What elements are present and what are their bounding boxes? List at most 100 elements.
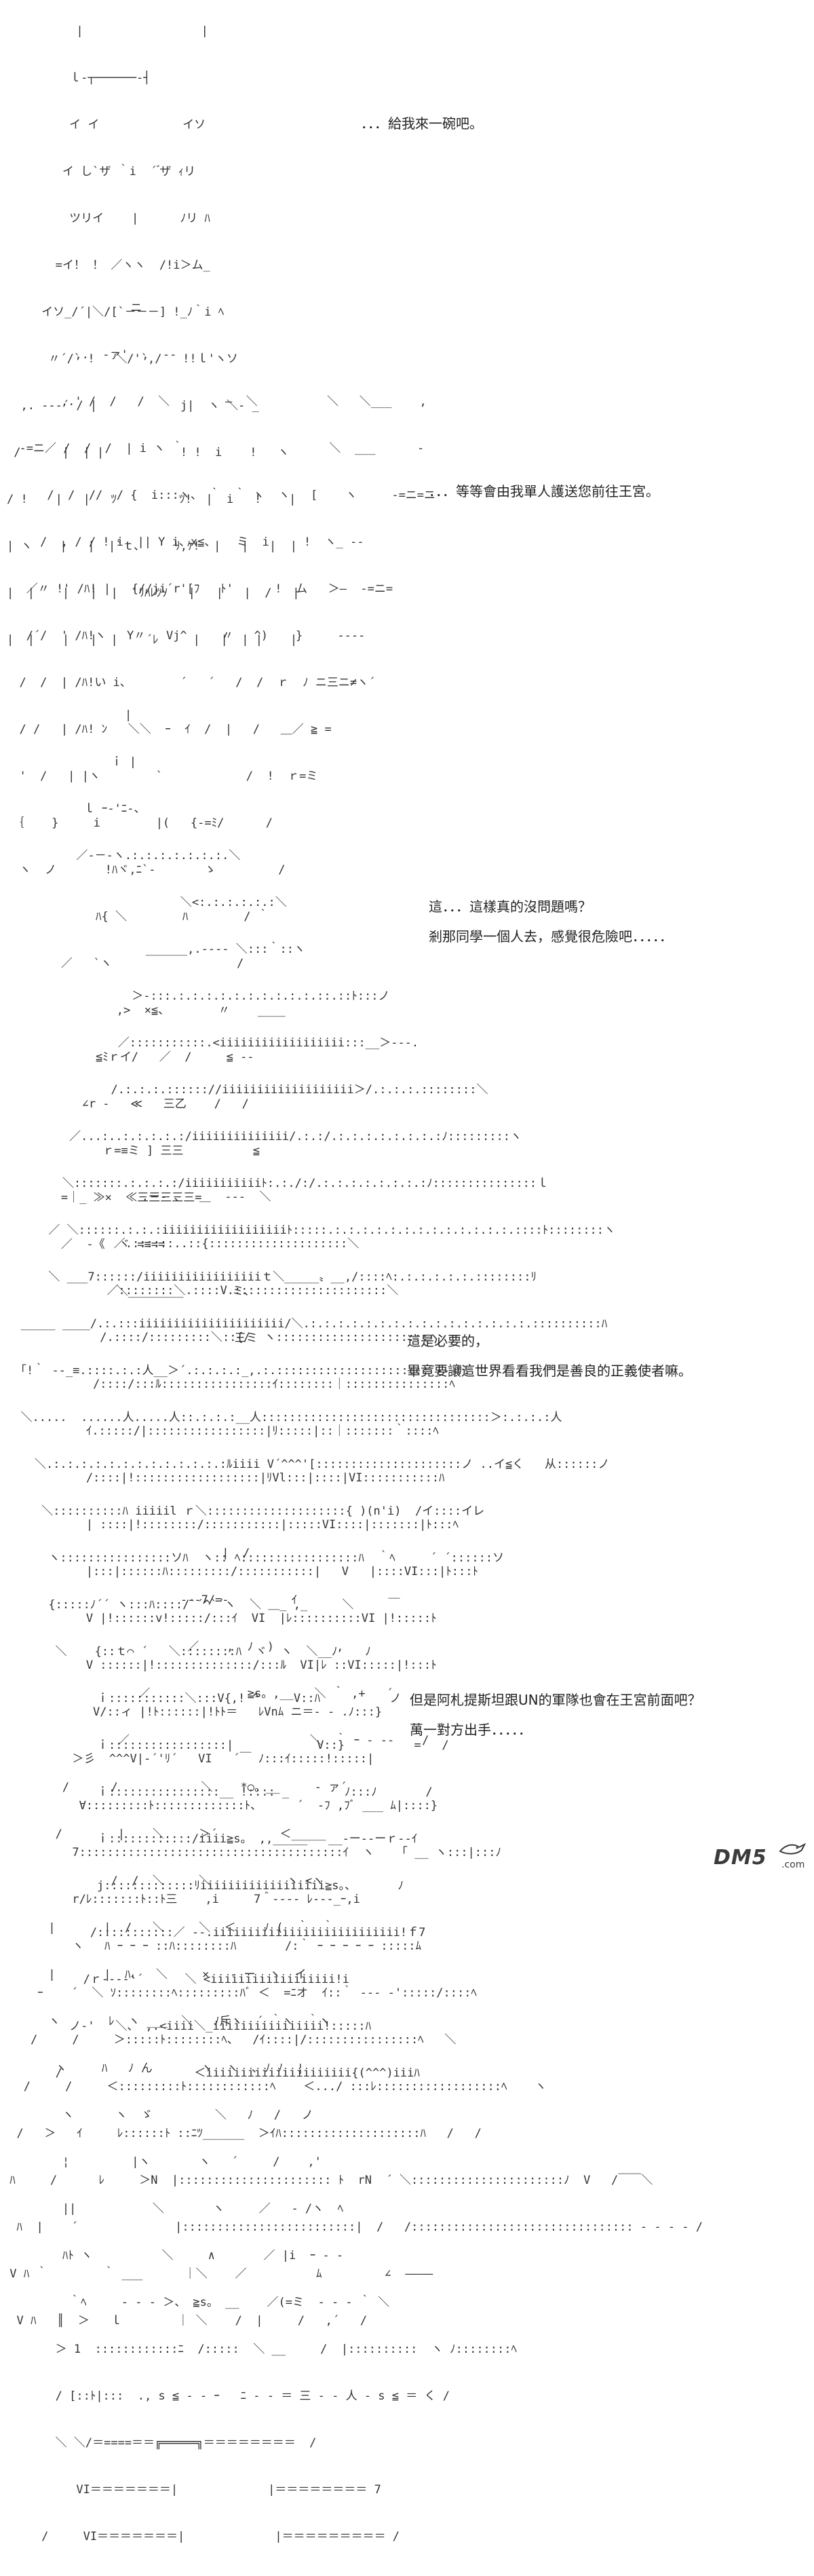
art-line: ｉ:::::::::::＼:::V{,! ^ V::ﾊ ノ	[7, 1692, 402, 1705]
art-line: V/::ィ |!ﾄ::::::|!ﾄﾄ＝ ﾚVnﾑ ニ＝- ‐ .ﾉ:::}	[3, 1705, 383, 1719]
art-line: ,.' / / / ＼ ― ＼ ＼ ＼___ ,	[5, 395, 427, 409]
art-line: | | / ＼ ＼ ＜ ﾉ ( ｀ ｀	[7, 1921, 334, 1935]
art-line: ｢!｀ ‐-_≡.::::.:.:人__＞´.:.:.:.:_,.:.:::::…	[7, 1364, 470, 1378]
art-line: ／...:..:.:.:.:.:/iiiiiiiiiiiiii/.:.:/.:.…	[7, 1130, 522, 1143]
art-line: ツリイ | ﾉリ ﾊ	[7, 212, 210, 225]
art-line: ＼ ＼/＝====＝＝╔═════╗＝＝＝＝＝＝＝＝ /	[7, 2436, 317, 2450]
manga-panel-2: ニ ,. ‐ァ' , ‐- ,.' / / / ＼ ― ＼ ＼ ＼___ , ‐…	[0, 285, 814, 1345]
art-line: 〃´/` ! ＼/'`,/ !!ｌ'ヽソ	[7, 352, 238, 366]
site-watermark-logo: DM5 .com	[714, 1842, 809, 1874]
art-line: /.::::/:::::::::＼::{/ ヽ:::::::::::::::::…	[3, 1331, 440, 1344]
art-line: / / | /ﾊ!い i、 ´ ´ / / ｒ ﾉ ニ三ニ≠ヽ´	[5, 676, 376, 689]
art-line: ／‐－‐ヽ.:.:.:.:.:.:.:.＼	[7, 849, 241, 863]
art-line: ヽ ヽ ゞ ＼ ﾉ / ノ	[7, 2108, 313, 2122]
art-line: ｌ‐┬──────‐┤	[7, 71, 151, 85]
watermark-logo-text: DM5	[714, 1846, 767, 1870]
art-line: ¦ |ヽ ヽ ´ / ,'	[7, 2155, 322, 2169]
manga-panel-5: | / ‐‐‐7/=‐ ｲ ／ , ﾉ ) , ／ ≧s。,__ ＼ ｀ ,+ …	[0, 1530, 814, 2543]
dialogue-text: 這是必要的， 畢竟要讓這世界看看我們是善良的正義使者嘛。	[407, 1326, 692, 1386]
art-line: ｲ.:::::/|:::::::::::::::::|ﾘ:::::|::｜:::…	[3, 1424, 439, 1438]
art-line: || ＼ ヽ ／ ‐ /ヽ ﾍ	[7, 2202, 344, 2216]
art-line: ,. ‐ァ' , ‐-	[5, 348, 177, 362]
art-line: / | ＼ ＞´ ＜_____	[7, 1827, 326, 1841]
art-line: / ! | | ﾂ ﾂ! | i ! |	[7, 493, 296, 506]
art-line: ＞彡 ^^^V|‐´'ﾘ´ VI ´￣ ﾉ:::ｲ:::::!:::::|	[3, 1752, 374, 1766]
art-line: / VI＝＝＝＝＝＝＝| |＝＝＝＝＝＝＝＝＝ /	[7, 2530, 400, 2543]
art-line: V |!::::::v!:::::/:::ｲ VI |ﾚ::::::::::VI…	[3, 1612, 437, 1625]
bird-logo-icon	[779, 1842, 806, 1855]
art-line: .ー‐ 、 ＿ ‐‐- ＼	[3, 1190, 271, 1204]
art-line: ≦ﾐｒイ/ ／ / ≦ ‐‐	[5, 1050, 254, 1064]
dialogue-text: ．．．給我來一碗吧。	[361, 109, 483, 138]
art-line: ∠r ‐ ≪ 三乙 / /	[5, 1097, 249, 1111]
art-line: VI＝＝＝＝＝＝＝| |＝＝＝＝＝＝＝＝ 7	[7, 2483, 381, 2497]
art-line: ／ `ヽ /	[5, 957, 244, 970]
art-line: ｉ::::::::::::/iiii≧s。 ,,_____ __‐ー‐‐ーｒ‐‐…	[7, 1832, 418, 1846]
art-line: ／ ‐《 ヾ =≡==	[5, 1238, 166, 1251]
art-line: ＼::::::::::ﾊ iiiiil ｒ＼::::::::::::::::::…	[7, 1504, 485, 1518]
art-line: / | | | ! ! i ! ヽ	[7, 446, 290, 459]
art-line: / / // / { i:::ヽ、 ｀ ｀ ヽ ヽ [ ヽ ‐=ニ=ニ	[5, 489, 436, 502]
art-line: ／〃 !' /ﾊ! | {//ji´r'[ﾌ ﾄ' ! ム ＞― ‐=ニ=	[5, 582, 393, 596]
art-line: ' / | |ヽ ` / ! ｒ=ミ	[5, 770, 318, 783]
art-line: イ イ イソ	[7, 118, 206, 132]
art-line: ＼..... ......人.....人::.:.:.:__人:::::::::…	[7, 1411, 562, 1424]
art-line: | ::::|!::::::::/:::::::::::|:::::VI::::…	[3, 1518, 459, 1532]
art-line: ｛ } i |( {‐=ﾐ/ /	[5, 816, 273, 830]
art-line: /.:.:.:.:::::://iiiiiiiiiiiiiiiiiii＞/.:.…	[7, 1083, 488, 1097]
art-line: |	[7, 708, 132, 722]
art-line: | | ﾊ、 ＼ × ‐ ー ヽ イ	[7, 1968, 307, 1982]
art-line: | | | | | `ﾘﾊﾚﾂｿ | | | / |	[7, 586, 300, 600]
art-line: ／:::::::::::.<iiiiiiiiiiiiiiiiii:::__＞‐‐…	[7, 1036, 419, 1050]
art-line: |:::|::::::ﾊ:::::::::/:::::::::::| V |::…	[3, 1565, 479, 1578]
art-line: ／.::::::..::{::::::::::::::::::::＼	[3, 1237, 360, 1251]
dialogue-line: 萬一對方出手．．．．．	[410, 1722, 532, 1738]
art-line: V ::::::|!::::::::::::::/:::ﾙ VI|ﾚ ::VI:…	[3, 1659, 437, 1672]
art-line: ／ ＼::::::.:.:.:iiiiiiiiiiiiiiiiiiﾄ:::::.…	[7, 1224, 616, 1237]
art-line: ／::::::::＼.::::V.::::::::::::::::::::::＼	[3, 1284, 399, 1298]
art-line: ﾊﾄ ヽ ＼ ∧ ／ |i ｰ ‐ ‐	[7, 2249, 344, 2262]
dialogue-text: 但是阿札提斯坦跟UN的軍隊也會在王宮前面吧？ 萬一對方出手．．．．．	[410, 1685, 701, 1745]
art-line: ＼:::::::.:.:.:.:/iiiiiiiiiiiﾄ:.:./:/.:.:…	[7, 1177, 549, 1190]
manga-panel-3: | ｉ | ｌ ｰ-'ﾆ-、 ／‐－‐ヽ.:.:.:.:.:.:.:.＼ ＼<:…	[0, 692, 814, 2080]
art-line: ,. ‐‐‐´ / | j| ヽ ＼‐ _	[7, 399, 259, 413]
art-line: ／ , ﾉ ) ,	[7, 1640, 344, 1654]
art-line: | | | | | ´ﾚ | | | | |	[7, 633, 298, 647]
art-line: / , / / ! i || Y i、x≦、 ミ i ! ヽ_ ‐‐	[5, 535, 364, 549]
art-line: ｀ﾍ ‐ ‐ ‐ ＞、 ≧s。 __ ／(=ミ ‐ ‐ ‐ ｀ ＼	[7, 2296, 390, 2309]
art-line: {:::::ﾉ´´ ヽ:::ﾊ::::/`´^`´ヽ ＼ ＿_ ,_ ＼ ￣	[7, 1598, 400, 1612]
art-line: ＼________ ミ、	[5, 1285, 256, 1298]
ascii-art-figure-1: | | ｌ‐┬──────‐┤ イ イ イソ イ し`ザ ｀i ´ ゙ザ ｨリ …	[7, 8, 299, 679]
dialogue-line: 剎那同學一個人去，感覺很危險吧．．．．．	[429, 928, 673, 945]
art-line: ｉ:::::::::::::::::| V::} = /	[7, 1739, 449, 1752]
dialogue-line: ．．．給我來一碗吧。	[361, 115, 483, 132]
art-line: /::::/:::ﾙ::::::::::::::::ｲ::::::::｜::::…	[3, 1378, 455, 1391]
art-line: ヽ::::::::::::::::ソﾊ ヽ:: ﾍ:::::::::::::::…	[7, 1551, 505, 1565]
art-line: ∀:::::::::ﾄ:::::::::::::ﾄ、 ´ ‐ﾌ ,ﾌﾞ ___ …	[3, 1799, 438, 1813]
ascii-art-figure-3: | ｉ | ｌ ｰ-'ﾆ-、 ／‐－‐ヽ.:.:.:.:.:.:.:.＼ ＼<:…	[7, 692, 615, 2113]
manga-panel-4: .ー‐ 、 ＿ ‐‐- ＼ ／.::::::..::{:::::::::::::…	[0, 1174, 814, 2328]
art-line: ＞‐:::.:.:.:.:.:.:.:.:.:.:.::.::ﾄ:::ノ	[7, 989, 390, 1003]
art-line: ｌ ｰ-'ﾆ-、	[7, 802, 146, 816]
art-line: /´/ ' /ﾊ!ヽ Y〃 Vj^ 〃 ^) } ‐‐‐‐	[5, 629, 366, 643]
art-line: ＼<:.:.:.:.:.:＼	[7, 896, 287, 909]
art-line: _____ ____/.:.:::iiiiiiiiiiiiiiiiiiiii/＼…	[7, 1317, 608, 1331]
art-line: =イ！ ！ ／ヽヽ /!i＞ム_	[7, 259, 210, 272]
art-line: ＞ 1 ::::::::::::ﾆ /::::: ＼ __ / |:::::::…	[7, 2343, 518, 2356]
art-line: 三ミ	[5, 1331, 258, 1345]
art-line: ‐=ニ／ / / / | i ヽ ｀ ＼ ___ ‐	[5, 442, 425, 455]
dialogue-line: 這是必要的，	[407, 1333, 488, 1349]
art-line: ﾊ{ ＼ ﾊ / ｀	[5, 910, 269, 924]
dialogue-text: 這．．．這樣真的沒問題嗎？ 剎那同學一個人去，感覺很危險吧．．．．．	[429, 892, 673, 951]
art-line: ＼ {::ｔ⌒ ´ ＼::::::::ﾊ ヾ ヽ ＼__ﾉ ﾉ	[7, 1645, 371, 1659]
ascii-art-figure-2: ニ ,. ‐ァ' , ‐- ,.' / / / ＼ ― ＼ ＼ ＼___ , ‐…	[5, 285, 435, 1378]
dialogue-line: 畢竟要讓這世界看看我們是善良的正義使者嘛。	[407, 1363, 692, 1379]
art-line: ______,.‐‐‐‐ ＼:::｀::ヽ	[7, 943, 305, 956]
art-line: 7::::::::::::::::::::::::::::::::::::::ｲ…	[3, 1846, 502, 1859]
art-line: =｜_ ≫× ≪三三三三三=	[5, 1191, 202, 1205]
art-line: イソ_/´|＼/[`－－－] !_ﾉ｀i ﾍ	[7, 305, 225, 319]
dialogue-line: ．．．等等會由我單人護送您前往王宮。	[429, 483, 659, 499]
art-line: ｉ::::::::::::::::__ !:::: _ ﾉ:::ﾉ /	[7, 1785, 433, 1799]
art-line: ‐‐‐7/=‐ ｲ	[7, 1593, 298, 1607]
art-line: / / ＼ ＼ ヽ <ヽ	[7, 1874, 324, 1888]
